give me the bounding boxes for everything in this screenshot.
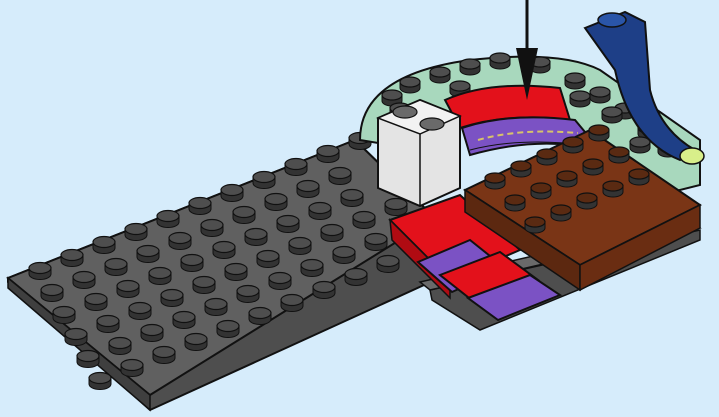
stud (589, 125, 609, 141)
stud (297, 181, 319, 198)
stud (161, 290, 183, 307)
stud (329, 168, 351, 185)
stud (249, 308, 271, 325)
stud (531, 183, 551, 199)
stud (65, 329, 87, 346)
stud (430, 67, 450, 83)
stud (505, 195, 525, 211)
stud (213, 242, 235, 259)
stud (169, 233, 191, 250)
white-brick (378, 100, 460, 206)
stud (41, 285, 63, 302)
stud (233, 207, 255, 224)
stud (237, 286, 259, 303)
stud (117, 281, 139, 298)
stud (221, 185, 243, 202)
stud (309, 203, 331, 220)
stud (365, 234, 387, 251)
stud (511, 161, 531, 177)
stud (565, 73, 585, 89)
stud (217, 321, 239, 338)
stud (201, 220, 223, 237)
stud (193, 277, 215, 294)
stud (583, 159, 603, 175)
stud (205, 299, 227, 316)
stud (563, 137, 583, 153)
stud (400, 77, 420, 93)
stud (460, 59, 480, 75)
stud (551, 205, 571, 221)
stud (609, 147, 629, 163)
stud (141, 325, 163, 342)
stud (85, 294, 107, 311)
stud (485, 173, 505, 189)
stud (301, 260, 323, 277)
stud (333, 247, 355, 264)
stud (109, 338, 131, 355)
stud (253, 172, 275, 189)
stud (105, 259, 127, 276)
stud (385, 199, 407, 216)
stud (269, 273, 291, 290)
stud (137, 246, 159, 263)
stud (121, 360, 143, 377)
stud (157, 211, 179, 228)
stud (125, 224, 147, 241)
stud (590, 87, 610, 103)
stud (537, 149, 557, 165)
stud (185, 334, 207, 351)
stud (341, 190, 363, 207)
stud (53, 307, 75, 324)
stud (153, 347, 175, 364)
stud (173, 312, 195, 329)
stud (245, 229, 267, 246)
stud (93, 237, 115, 254)
stud (577, 193, 597, 209)
stud (353, 212, 375, 229)
stud (602, 107, 622, 123)
stud (557, 171, 577, 187)
stud (129, 303, 151, 320)
stud (490, 53, 510, 69)
stud (61, 250, 83, 267)
stud (570, 91, 590, 107)
stud (629, 169, 649, 185)
stud (313, 282, 335, 299)
stud (525, 217, 545, 233)
stud (345, 269, 367, 286)
stud (603, 181, 623, 197)
stud (277, 216, 299, 233)
stud (285, 159, 307, 176)
stud (321, 225, 343, 242)
stud (630, 137, 650, 153)
stud (181, 255, 203, 272)
stud (97, 316, 119, 333)
stud (289, 238, 311, 255)
stud (189, 198, 211, 215)
stud (77, 351, 99, 368)
stud (265, 194, 287, 211)
stud (377, 256, 399, 273)
stud (73, 272, 95, 289)
stud (29, 263, 51, 280)
stud (225, 264, 247, 281)
stud (317, 146, 339, 163)
stud (281, 295, 303, 312)
stud (257, 251, 279, 268)
gray-baseplate (8, 133, 435, 411)
stud (89, 373, 111, 390)
stud (149, 268, 171, 285)
